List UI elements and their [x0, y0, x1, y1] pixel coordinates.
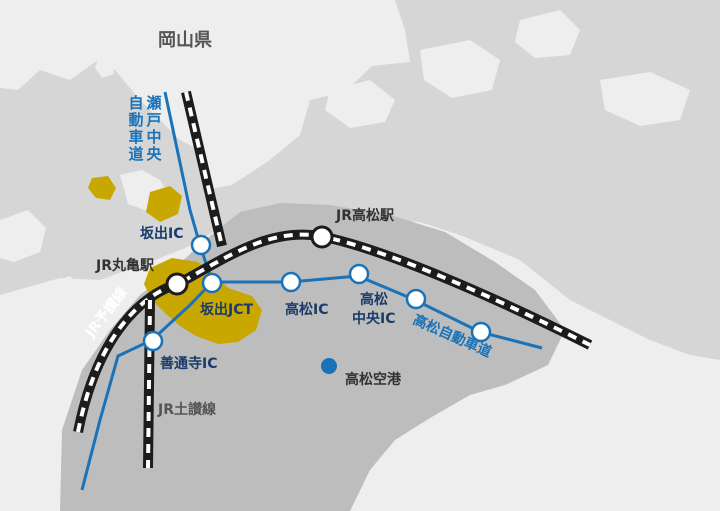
takamatsu-chuo-ic-marker [348, 263, 370, 285]
sakaide-ic-label: 坂出IC [140, 225, 183, 242]
islands-urban [88, 176, 116, 200]
airport-label: 高松空港 [345, 371, 402, 388]
marugame-station-label: JR丸亀駅 [95, 257, 155, 274]
okayama-landmass [0, 0, 410, 190]
road-marker-a [405, 288, 427, 310]
sakaide-jct-marker [201, 272, 223, 294]
takamatsu-chuo-ic-label-line2: 中央IC [352, 310, 395, 327]
island-left [0, 210, 46, 262]
seto-chuo-label-col2: 自動車道 [128, 94, 143, 163]
seto-chuo-label-col1: 瀬戸中央 [146, 94, 162, 163]
island-east-4 [325, 80, 395, 128]
island-east-1 [420, 40, 500, 98]
takamatsu-station-label: JR高松駅 [335, 207, 395, 224]
islands-urban-2 [146, 186, 182, 222]
takamatsu-ic-label: 高松IC [285, 301, 328, 318]
sakaide-jct-label: 坂出JCT [200, 301, 253, 318]
jr-yosan-line-dash [76, 232, 591, 433]
island-east-2 [515, 10, 580, 58]
jr-dosan-line-dash [146, 299, 152, 469]
zentsuji-ic-label: 善通寺IC [160, 355, 217, 372]
takamatsu-chuo-ic-label-line1: 高松 [360, 291, 388, 308]
jr-dosan-label: JR土讃線 [157, 401, 216, 418]
airport-marker [321, 358, 337, 374]
okayama-label: 岡山県 [158, 30, 212, 51]
jr-seto-ohashi-line-dash [184, 91, 224, 247]
takamatsu-station-marker [310, 225, 334, 249]
islet [95, 58, 114, 78]
island-east-3 [600, 72, 690, 126]
zentsuji-road [80, 280, 214, 491]
takamatsu-ic-marker [280, 271, 302, 293]
zentsuji-ic-marker [142, 330, 164, 352]
sakaide-ic-marker [190, 234, 212, 256]
marugame-station-marker [165, 272, 189, 296]
road-marker-b [470, 321, 492, 343]
